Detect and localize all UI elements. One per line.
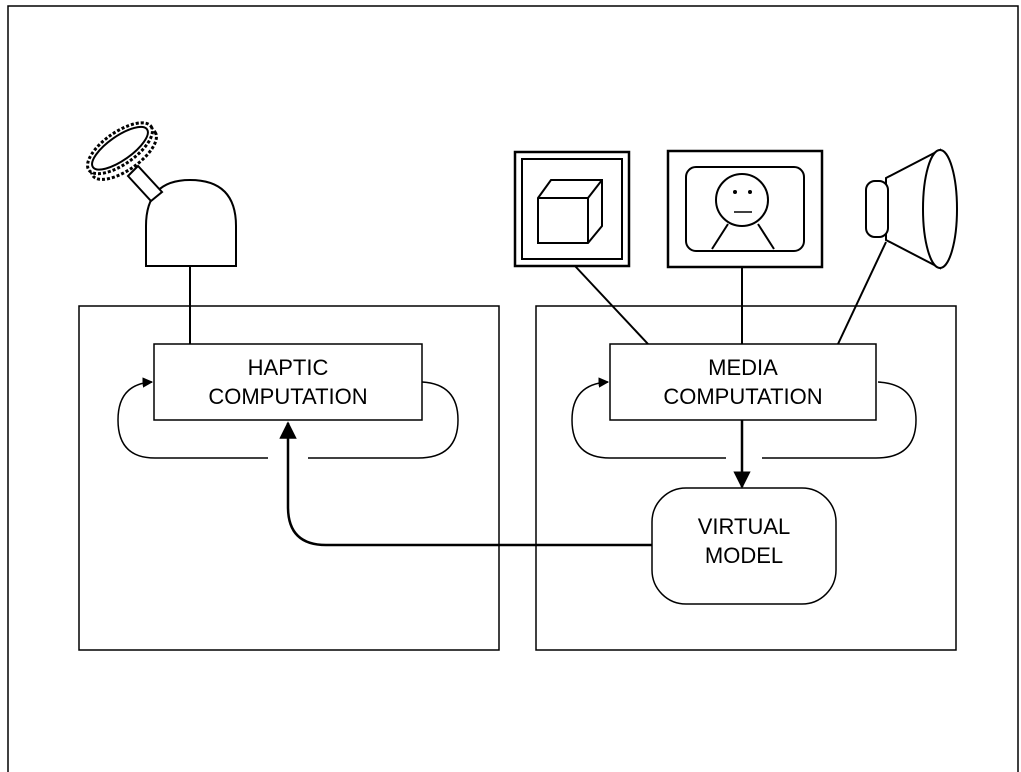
page-frame	[7, 5, 1019, 772]
model-label-line2: MODEL	[705, 543, 783, 568]
haptic-label-line1: HAPTIC	[248, 355, 329, 380]
haptic-system-panel	[78, 305, 500, 651]
media-loop-right	[762, 381, 917, 459]
haptic-device-icon	[86, 121, 237, 267]
media-label-line2: COMPUTATION	[663, 384, 822, 409]
haptic-label-line2: COMPUTATION	[208, 384, 367, 409]
haptic-loop-right	[308, 381, 459, 459]
speaker-icon	[865, 148, 958, 270]
media-label-line1: MEDIA	[708, 355, 778, 380]
model-to-haptic-arrow	[279, 421, 652, 547]
face-display-icon	[666, 149, 824, 269]
media-loop-left	[571, 377, 726, 459]
speaker-link	[837, 241, 887, 345]
haptic-loop-left	[117, 377, 268, 459]
media-system-panel	[535, 305, 957, 651]
cube-display-icon	[513, 150, 631, 268]
cube-display-link	[574, 265, 649, 345]
model-label-line1: VIRTUAL	[698, 514, 791, 539]
